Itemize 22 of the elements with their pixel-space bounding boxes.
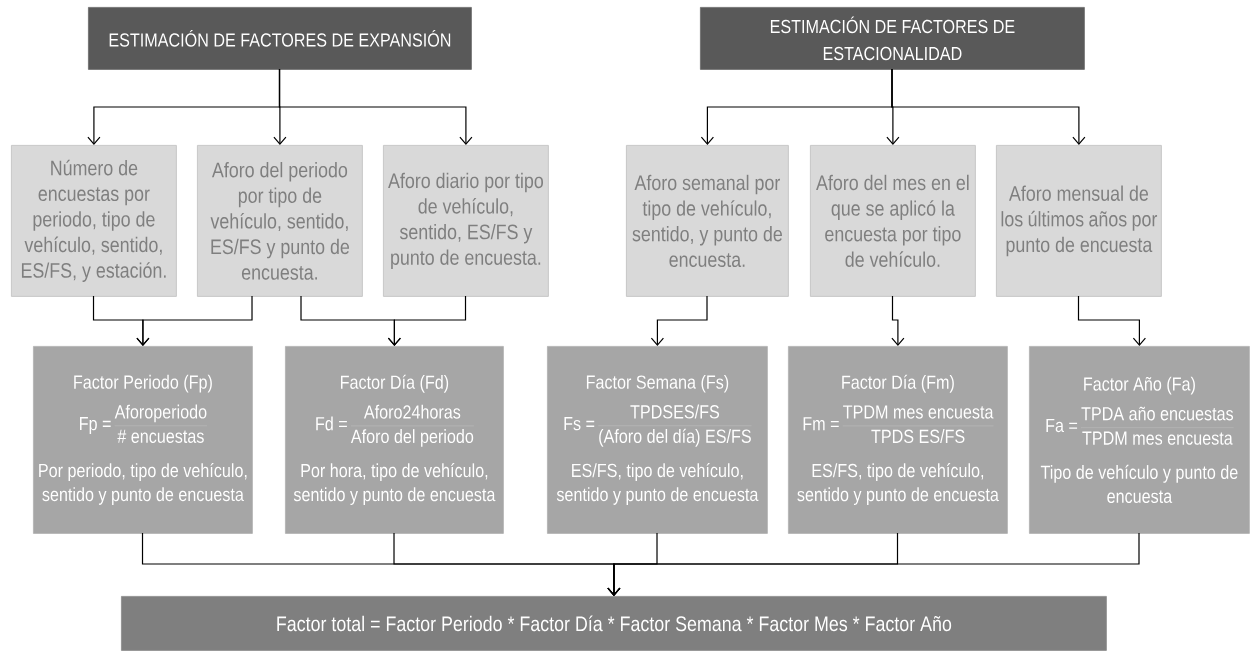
- input-box: Aforo del mes en el que se aplicó la encuesta por tipo de vehículo.: [810, 145, 976, 297]
- input-box: Aforo semanal por tipo de vehículo, sentido, y punto de encuesta.: [626, 145, 789, 297]
- arrow: [136, 295, 253, 346]
- arrow: [891, 68, 1086, 145]
- arrow: [1077, 295, 1146, 346]
- input-box: Aforo mensual de los últimos años por punto de encuesta: [996, 145, 1162, 297]
- input-box: Aforo diario por tipo de vehículo, sentido, ES/FS y punto de encuesta.: [383, 145, 549, 297]
- input-box: Aforo del periodo por tipo de vehículo, sentido, ES/FS y punto de encuesta.: [197, 145, 363, 297]
- input-box: Número de encuestas por periodo, tipo de vehículo, sentido, ES/FS, y estación.: [11, 145, 177, 297]
- factor-box: Factor Día (Fd) Fd = Aforo24horas Aforo del periodo Por hora, tipo de vehículo, sentido y punto de encuesta: [285, 346, 504, 534]
- factor-box: Factor Periodo (Fp) Fp = Aforoperiodo # encuestas Por periodo, tipo de vehículo, sentido y punto de encuesta: [33, 346, 253, 534]
- arrow: [387, 295, 467, 346]
- factor-box: Factor Año (Fa) Fa = TPDA año encuestas TPDM mes encuesta Tipo de vehículo y punto de encuesta: [1029, 346, 1250, 534]
- result-box: Factor total = Factor Periodo * Factor Día * Factor Semana * Factor Mes * Factor Año: [121, 596, 1107, 651]
- factor-box: Factor Semana (Fs) Fs = TPDSES/FS (Aforo del día) ES/FS ES/FS, tipo de vehículo, sentido y punto de encuesta: [547, 346, 768, 534]
- arrow: [891, 295, 905, 346]
- arrow: [278, 68, 473, 145]
- header-box: ESTIMACIÓN DE FACTORES DE ESTACIONALIDAD: [700, 7, 1085, 70]
- arrow: [607, 532, 1140, 596]
- factor-box: Factor Día (Fm) Fm = TPDM mes encuesta TPDS ES/FS ES/FS, tipo de vehículo, sentido y punto de encuesta: [788, 346, 1008, 534]
- header-box: ESTIMACIÓN DE FACTORES DE EXPANSIÓN: [88, 7, 472, 70]
- arrow: [650, 295, 708, 346]
